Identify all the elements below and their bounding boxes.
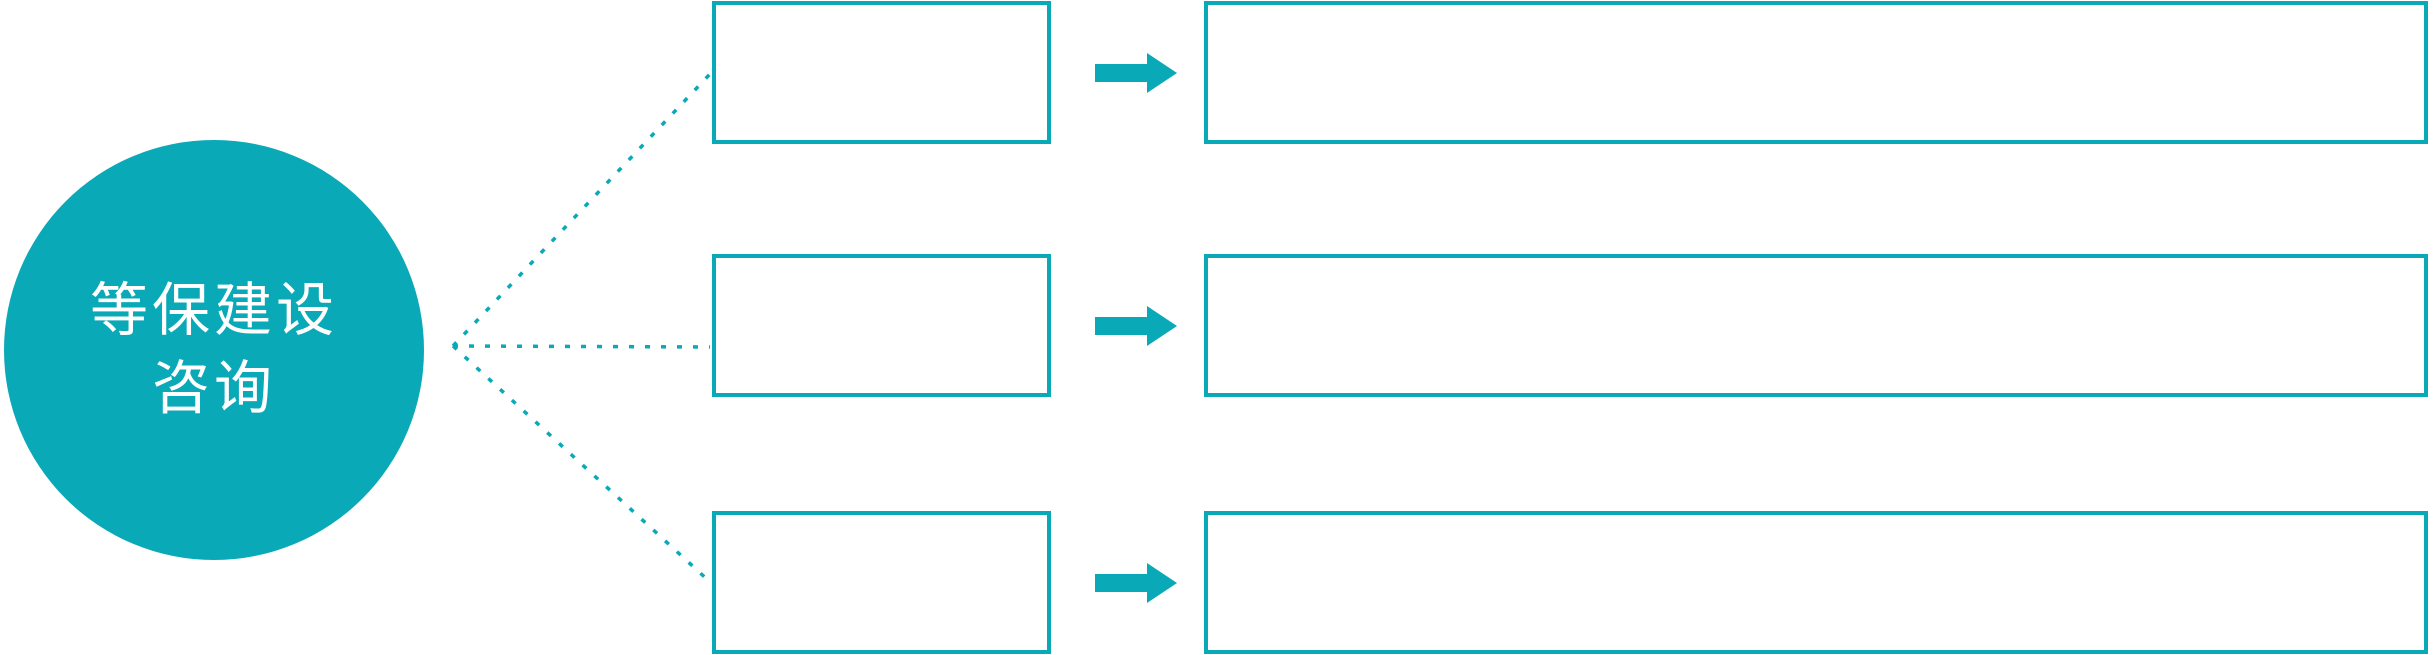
arrow-right-icon bbox=[1095, 53, 1177, 93]
small-box-row1-label bbox=[716, 5, 1047, 140]
dotted-connector-top bbox=[451, 72, 712, 348]
big-box-row3-label bbox=[1208, 515, 2424, 650]
big-box-row2-label bbox=[1208, 258, 2424, 393]
small-box-row2-label bbox=[716, 258, 1047, 393]
big-box-row2 bbox=[1204, 254, 2428, 397]
small-box-row2 bbox=[712, 254, 1051, 397]
dotted-connector-bottom bbox=[451, 344, 712, 584]
hub-circle: 等保建设 咨询 bbox=[4, 140, 424, 560]
arrow-right-icon bbox=[1095, 306, 1177, 346]
big-box-row3 bbox=[1204, 511, 2428, 654]
big-box-row1 bbox=[1204, 1, 2428, 144]
hub-label-line1: 等保建设 bbox=[89, 278, 338, 343]
small-box-row3-label bbox=[716, 515, 1047, 650]
small-box-row3 bbox=[712, 511, 1051, 654]
arrow-right-icon bbox=[1095, 563, 1177, 603]
dotted-connector-middle bbox=[452, 344, 711, 349]
small-box-row1 bbox=[712, 1, 1051, 144]
hub-label-line2: 咨询 bbox=[151, 356, 276, 421]
big-box-row1-label bbox=[1208, 5, 2424, 140]
